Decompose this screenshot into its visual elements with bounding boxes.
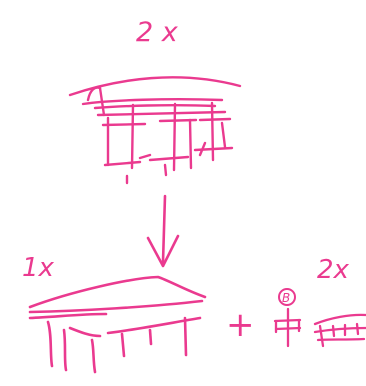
top-quantity-label: 2 x bbox=[136, 17, 179, 48]
bottom-left-quantity-label: 1x bbox=[22, 253, 55, 283]
circled-b-marker: B bbox=[278, 288, 296, 306]
stacked-chairs-sketch bbox=[68, 76, 242, 185]
down-arrow bbox=[146, 194, 180, 268]
bench-sketch bbox=[313, 313, 366, 348]
table-sketch bbox=[28, 275, 207, 374]
bottom-right-quantity-label: 2x bbox=[317, 255, 350, 285]
plus-sign: + bbox=[226, 305, 255, 345]
circled-b-label: B bbox=[282, 291, 290, 305]
stand-sketch bbox=[273, 307, 302, 348]
